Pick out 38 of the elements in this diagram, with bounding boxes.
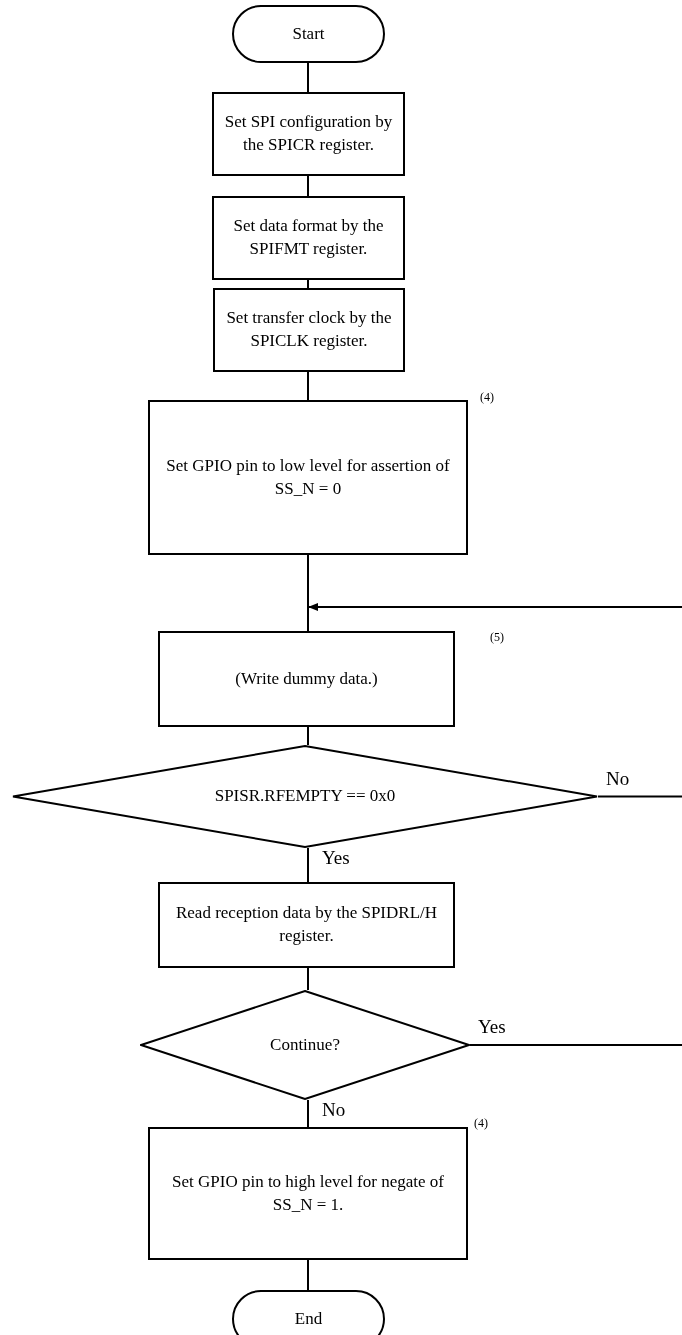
node-text: Set GPIO pin to low level for assertion of SS_N = 0: [165, 454, 451, 500]
step-reference: (5): [490, 629, 504, 646]
node-text: Read reception data by the SPIDRL/H register.: [174, 902, 439, 947]
connector-line: [307, 1099, 309, 1128]
process-box: [158, 882, 455, 968]
node-text: Set GPIO pin to high level for negate of SS_N = 1.: [171, 1170, 445, 1216]
connector-line: [307, 62, 309, 93]
decision-diamond: [140, 990, 470, 1100]
connector-line: [307, 279, 309, 289]
process-box: [148, 400, 468, 555]
connector-line: [307, 554, 309, 632]
node-text: Set data format by the SPIFMT register.: [232, 215, 385, 260]
process-box: [158, 631, 455, 727]
process-box: [212, 196, 405, 280]
connector-line: [307, 1259, 309, 1291]
connector-line: [307, 967, 309, 991]
connector-line: [597, 795, 682, 798]
node-text: SPISR.RFEMPTY == 0x0: [213, 785, 397, 808]
terminal-shape: [232, 5, 385, 63]
connector-line: [307, 175, 309, 197]
step-reference: (4): [480, 389, 494, 406]
connector-line: [307, 847, 309, 883]
process-box: [148, 1127, 468, 1260]
node-text: Start: [291, 22, 326, 45]
node-text: End: [293, 1307, 324, 1330]
connector-line: [469, 1044, 682, 1046]
connector-line: [307, 371, 309, 401]
process-box: [213, 288, 405, 372]
arrow: [307, 603, 682, 611]
terminal-shape: [232, 1290, 385, 1335]
node-text: Set SPI configuration by the SPICR register.: [223, 111, 394, 156]
node-text: Set transfer clock by the SPICLK register.: [225, 307, 393, 352]
process-box: [212, 92, 405, 176]
connector-line: [307, 726, 309, 746]
node-text: Continue?: [269, 1033, 341, 1056]
step-reference: (4): [474, 1115, 488, 1132]
node-text: (Write dummy data.): [234, 667, 379, 690]
decision-diamond: [12, 745, 598, 848]
